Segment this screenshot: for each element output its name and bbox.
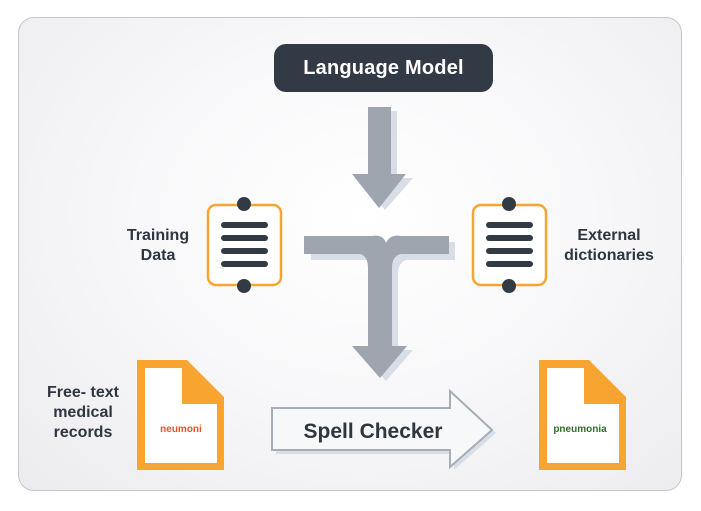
- language-model-label: Language Model: [303, 56, 464, 79]
- free-text-label-line: records: [53, 424, 113, 441]
- right-arrow-icon: [271, 388, 496, 470]
- list-document-icon: [206, 197, 283, 293]
- merge-arrow-icon: [304, 235, 455, 381]
- file-icon: [539, 360, 626, 470]
- external-dictionaries-label: External dictionaries: [548, 226, 670, 266]
- external-dictionaries-label-line: dictionaries: [564, 247, 654, 264]
- down-arrow-icon: [352, 107, 413, 210]
- free-text-label-line: Free- text: [46, 384, 120, 401]
- file-icon: [137, 360, 224, 470]
- spell-checker-label: Spell Checker: [303, 420, 443, 443]
- free-text-label-line: medical: [53, 404, 113, 421]
- input-word: neumoni: [160, 424, 202, 435]
- training-data-label-line: Data: [140, 247, 176, 264]
- external-dictionaries-label-line: External: [577, 227, 641, 244]
- training-data-label-line: Training: [126, 227, 190, 244]
- free-text-records-label: Free- text medical records: [30, 383, 136, 443]
- list-document-icon: [471, 197, 548, 293]
- output-word: pneumonia: [553, 424, 607, 435]
- language-model-box: Language Model: [274, 44, 493, 92]
- training-data-label: Training Data: [110, 226, 206, 266]
